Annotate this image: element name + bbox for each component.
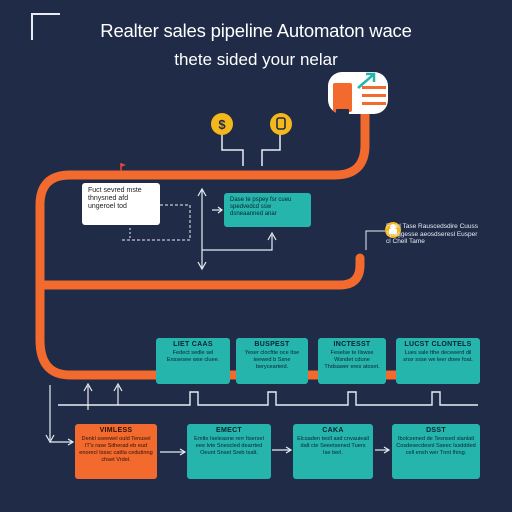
bottom-box-1: VIMLESS Denkl sseewel ould Tenusel IT's …: [75, 424, 157, 479]
top-info-card: Fuct sevred mste thnysned afd ungeroel t…: [82, 183, 160, 225]
coin-connector-right: [261, 133, 281, 166]
side-note: Fedrl Tase Rauscedsdire Cuuss Tpeggesse …: [386, 223, 479, 245]
stage-card-4-text: Lues sale tthe deceeerd dil snsr ssse we…: [403, 350, 473, 363]
middle-info-card: Dase te pspey fsr cueu spedvedcd ssw dsn…: [224, 193, 311, 227]
stage-card-3: INCTESST Feselse te Ilswse Wsndet cdune …: [318, 338, 386, 384]
bottom-box-3-text: Elcsaden teoll asd cnvauieall dalt cte S…: [297, 436, 369, 456]
stage-card-3-title: INCTESST: [333, 341, 371, 348]
connector-box3-box4-head-icon: [383, 446, 391, 454]
coin-connector-left: [221, 133, 244, 166]
timeline-arrow-1-head-icon: [83, 382, 93, 392]
stage-card-2-title: BUSPEST: [254, 341, 290, 348]
timeline-arrow-2-head-icon: [113, 382, 123, 392]
middle-info-card-text: Dase te pspey fsr cueu spedvedcd ssw dsn…: [230, 197, 292, 217]
diagram-subtitle: thete sided your nelar: [174, 50, 338, 69]
bottom-box-1-title: VIMLESS: [99, 427, 133, 434]
coin-symbol: $: [218, 117, 226, 132]
bottom-box-2-title: EMECT: [216, 427, 242, 434]
stage-card-2-text: Yeser clocftte oce Itse teewed b Ssne be…: [244, 350, 300, 370]
corner-bracket: [31, 13, 60, 40]
top-info-card-text: Fuct sevred mste thnysned afd ungeroel t…: [88, 187, 142, 210]
bottom-box-1-text: Denkl sseewel ould Tenusel IT's rase Sit…: [79, 436, 153, 463]
dollar-coin-icon: $: [211, 113, 233, 135]
bottom-box-2-text: Emtle Iseleasne rerr Itsersel eee lvte S…: [194, 436, 264, 456]
diagram-title: Realter sales pipeline Automaton wace: [100, 20, 412, 41]
connector-box1-box2-head-icon: [179, 448, 187, 456]
bottom-box-4-title: DSST: [426, 427, 446, 434]
stage-card-4-title: LUCST CLONTELS: [404, 341, 472, 348]
stage-card-1-title: LIET CAAS: [173, 341, 213, 348]
bottom-box-2: EMECT Emtle Iseleasne rerr Itsersel eee …: [187, 424, 271, 479]
pulse-timeline: [58, 391, 478, 406]
document-chart-icon: [328, 72, 388, 115]
stage-card-1: LIET CAAS Fedect sedle sel Enssesee wse …: [156, 338, 230, 384]
note-connector: [365, 230, 385, 250]
bottom-box-3-title: CAKA: [322, 427, 344, 434]
arrow-into-first-box-head-icon: [67, 438, 75, 446]
price-tag-coin-icon: [270, 113, 292, 135]
bottom-box-4-text: Ibolcsened de Tesnsed slanlatl Cosdesecd…: [396, 436, 476, 456]
arrow-up-head-icon: [267, 231, 277, 241]
main-pipeline: [35, 105, 475, 380]
dashed-connector-a: [120, 204, 191, 241]
stage-card-1-text: Fedect sedle sel Enssesee wse cluee.: [166, 350, 220, 363]
connector-box2-box3-head-icon: [285, 446, 293, 454]
vertical-arrow-up-icon: [197, 187, 207, 197]
stage-card-4: LUCST CLONTELS Lues sale tthe deceeerd d…: [396, 338, 480, 384]
vertical-arrow-down-icon: [197, 261, 207, 271]
marker-flag-head: [121, 163, 126, 167]
stage-card-3-text: Feselse te Ilswse Wsndet cdune Thdsawer …: [324, 350, 380, 370]
branch-pipeline: [35, 253, 365, 290]
bottom-box-4: DSST Ibolcsened de Tesnsed slanlatl Cosd…: [392, 424, 480, 479]
lightbulb-icon: [385, 222, 401, 238]
arrow-into-middle-card-head-icon: [217, 206, 223, 214]
arrow-up-to-middle-card: [202, 235, 273, 251]
stage-card-2: BUSPEST Yeser clocftte oce Itse teewed b…: [236, 338, 308, 384]
bottom-box-3: CAKA Elcsaden teoll asd cnvauieall dalt …: [293, 424, 373, 479]
